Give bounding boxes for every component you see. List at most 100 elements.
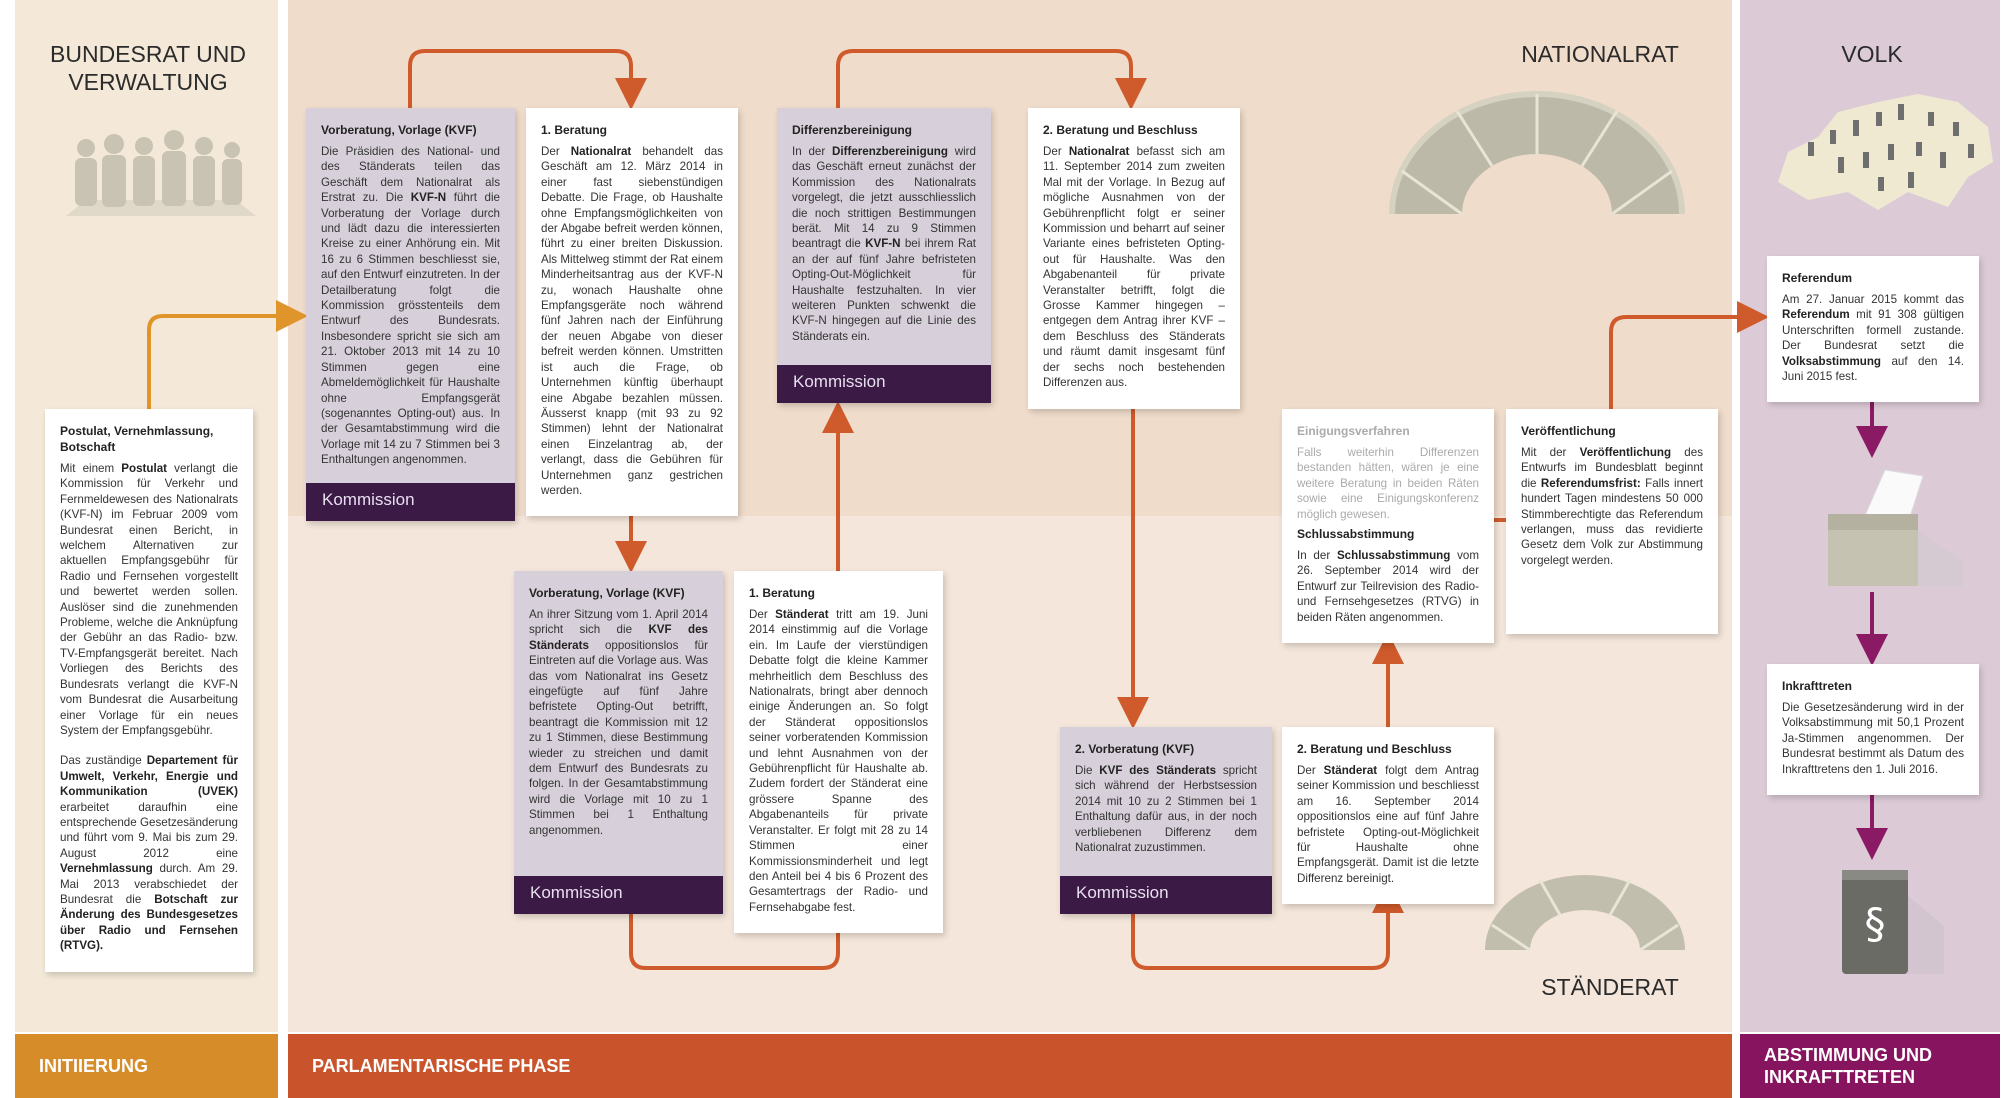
card-title: Differenzbereinigung (792, 123, 913, 137)
card-title: 1. Beratung (541, 123, 608, 137)
card-title: Inkrafttreten (1782, 679, 1853, 693)
bold-text-segment: Veröffentlichung (1579, 446, 1672, 459)
text-segment: Am 27. Januar 2015 kommt das (1782, 293, 1964, 306)
text-segment: Mit einem (60, 462, 122, 475)
card-title: 1. Beratung (749, 586, 816, 600)
text-segment: Der (541, 145, 571, 158)
card-paragraph: Die Gesetzesänderung wird in der Volksab… (1782, 700, 1964, 777)
text-segment: In der (1297, 549, 1337, 563)
phase-initiierung: INITIIERUNG (15, 1034, 278, 1098)
bold-text-segment: Schlussabstimmung (1336, 549, 1451, 563)
nationalrat-chamber-icon (1389, 91, 1685, 216)
text-segment: auf den 14. Juni 2015 fest. (1782, 354, 1964, 384)
text-segment: mit 91 308 gültigen Unterschriften forme… (1782, 308, 1964, 353)
text-segment: oppositionslos für Eintreten auf die Vor… (529, 638, 708, 837)
text-segment: Der (1043, 145, 1069, 158)
staenderat-chamber-icon (1485, 875, 1685, 952)
bold-text-segment: KVF des Ständerats (529, 623, 708, 652)
card-paragraph: In der Differenzbereinigung wird das Ges… (792, 144, 976, 344)
card-title: Postulat, Vernehmlassung, Botschaft (60, 424, 214, 454)
card-paragraph: Der Nationalrat behandelt das Geschäft a… (541, 144, 723, 498)
card-sr-vorberatung: Vorberatung, Vorlage (KVF)An ihrer Sitzu… (514, 571, 723, 914)
text-segment: erarbeitet daraufhin eine entsprechende … (60, 800, 238, 860)
heading-staenderat: STÄNDERAT (1541, 974, 1679, 1000)
card-paragraph: Der Nationalrat befasst sich am 11. Sept… (1043, 144, 1225, 391)
bold-text-segment: Ständerat (775, 608, 829, 621)
text-segment: verlangt die Kommission für Verkehr und … (60, 462, 238, 737)
card-title: Vorberatung, Vorlage (KVF) (321, 123, 477, 137)
card-sr-vorberatung-2: 2. Vorberatung (KVF) Die KVF des Ständera… (1060, 727, 1272, 914)
kommission-label: Kommission (1060, 876, 1272, 914)
text-segment: In der (792, 145, 832, 158)
card-paragraph: An ihrer Sitzung vom 1. April 2014 spric… (529, 607, 708, 838)
card-title: 2. Beratung und Beschluss (1043, 123, 1198, 137)
bold-text-segment: Ständerat (1323, 764, 1378, 777)
card-title: Schlussabstimmung (1297, 527, 1415, 542)
text-segment: behandelt das Geschäft am 12. März 2014 … (541, 145, 723, 497)
heading-nationalrat: NATIONALRAT (1521, 41, 1679, 67)
heading-volk: VOLK (1841, 41, 1903, 67)
text-segment: befasst sich am 11. September 2014 zum z… (1043, 145, 1225, 390)
card-title: Einigungsverfahren (1297, 424, 1410, 438)
bold-text-segment: Vernehmlassung (60, 862, 153, 876)
phase-abstimmung-label: ABSTIMMUNG UND INKRAFTTRETEN (1764, 1045, 1932, 1087)
card-paragraph: Mit der Veröffentlichung des Entwurfs im… (1521, 445, 1703, 568)
text-segment: Das zuständige (60, 754, 147, 768)
text-segment: Der (749, 608, 776, 621)
text-segment: Falls innert hundert Tagen mindestens 50… (1521, 476, 1703, 567)
text-segment: Die (1075, 764, 1100, 777)
text-segment: folgt dem Antrag seiner Kommission und b… (1297, 764, 1480, 885)
text-segment: durch. Am 29. Mai 2013 verabschiedet der… (60, 862, 238, 906)
kommission-label: Kommission (514, 876, 723, 914)
text-segment: des Entwurfs im Bundesblatt beginnt die (1521, 446, 1703, 490)
kommission-label: Kommission (306, 482, 515, 521)
text-segment: führt die Vorberatung der Vorlage durch … (321, 191, 500, 467)
people-group-icon (66, 130, 256, 216)
card-paragraph: Die KVF des Ständerats spricht sich währ… (1075, 763, 1257, 855)
card-title: Veröffentlichung (1521, 424, 1616, 438)
text-segment: Mit der (1521, 446, 1580, 459)
text-segment: Falls weiterhin Differenzen bestanden hä… (1297, 446, 1479, 521)
card-title: Referendum (1782, 271, 1853, 285)
card-paragraph: Der Ständerat folgt dem Antrag seiner Ko… (1297, 763, 1479, 886)
bold-text-segment: Botschaft zur Änderung des Bundesgesetze… (60, 892, 238, 953)
bold-text-segment: Volksabstimmung (1782, 354, 1881, 368)
bold-text-segment: Nationalrat (1068, 145, 1130, 158)
card-paragraph: Am 27. Januar 2015 kommt das Referendum … (1782, 292, 1964, 384)
ballot-box-icon (1828, 469, 1963, 586)
bold-text-segment: Differenzbereinigung (832, 145, 948, 158)
law-book-icon: § (1842, 870, 1944, 974)
text-segment: vom 26. September 2014 wird der Entwurf … (1297, 549, 1480, 624)
bold-text-segment: Referendum (1782, 308, 1850, 322)
card-title: 2. Beratung und Beschluss (1297, 742, 1452, 756)
card-paragraph: Falls weiterhin Differenzen bestanden hä… (1297, 445, 1479, 522)
text-segment: bei ihrem Rat an der auf fünf Jahre befr… (792, 237, 976, 343)
text-segment: Die Gesetzesänderung wird in der Volksab… (1782, 701, 1964, 776)
card-title: 2. Vorberatung (KVF) (1075, 742, 1195, 756)
kommission-label: Kommission (777, 365, 991, 403)
phase-abstimmung: ABSTIMMUNG UND INKRAFTTRETEN (1740, 1034, 2000, 1098)
swiss-map-people-icon (1778, 94, 1993, 210)
card-paragraph: In der Schlussabstimmung vom 26. Septemb… (1297, 548, 1479, 625)
paragraph-symbol: § (1865, 899, 1886, 948)
text-segment: tritt am 19. Juni 2014 einstimmig auf di… (749, 608, 929, 914)
bold-text-segment: KVF-N (410, 191, 447, 205)
bold-text-segment: Departement für Umwelt, Verkehr, Energie… (60, 754, 239, 799)
card-paragraph: Mit einem Postulat verlangt die Kommissi… (60, 461, 238, 738)
text-segment: Die Präsidien des National- und des Stän… (321, 145, 500, 205)
heading-bundesrat: BUNDESRAT UND VERWALTUNG (50, 41, 246, 95)
text-segment: Der (1297, 764, 1324, 777)
text-segment: wird das Geschäft erneut zunächst der Ko… (792, 145, 976, 251)
bold-text-segment: KVF des Ständerats (1099, 764, 1217, 777)
